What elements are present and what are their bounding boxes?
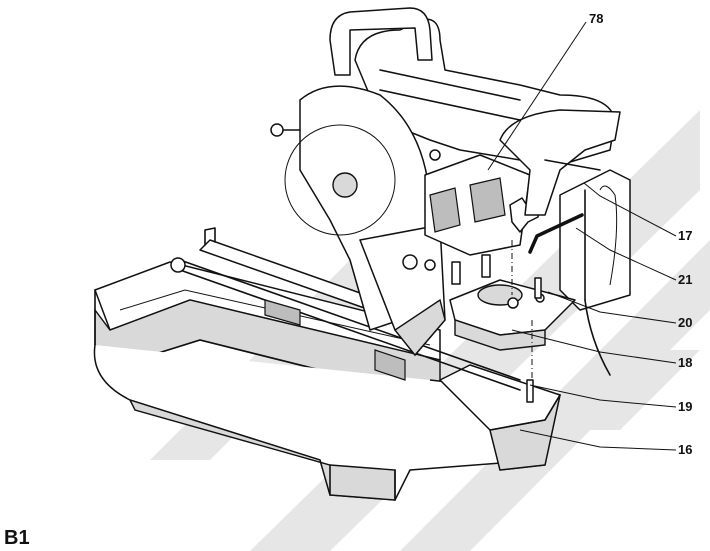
callout-20: 20 [678,315,693,330]
figure-label: B1 [4,527,30,549]
pin [526,379,534,403]
allen-key [528,213,584,254]
saw-head [270,7,621,357]
base-tray [93,227,561,501]
callout-16: 16 [678,442,693,457]
callout-78: 78 [589,11,604,26]
callout-19: 19 [678,399,693,414]
mounting-plate [449,277,576,351]
callout-17: 17 [678,228,693,243]
callout-18: 18 [678,355,693,370]
callout-21: 21 [678,272,693,287]
leader-lines [487,21,677,451]
